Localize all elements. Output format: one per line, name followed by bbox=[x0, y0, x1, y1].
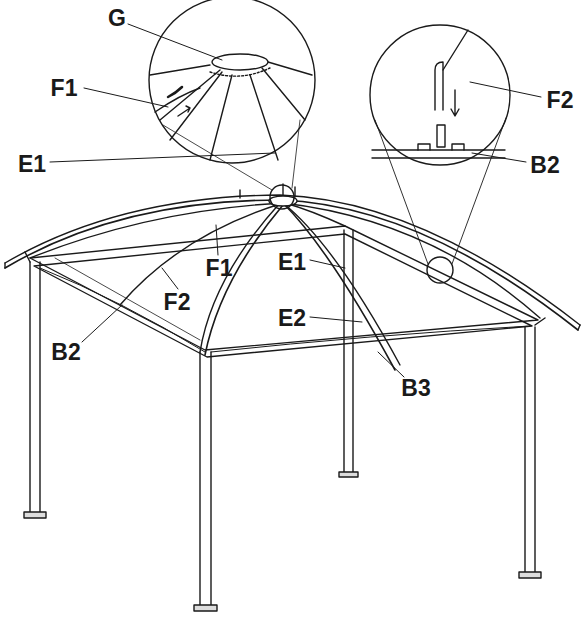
part-label: G bbox=[106, 6, 128, 31]
part-label: E1 bbox=[276, 250, 308, 275]
hub-inset bbox=[149, 0, 315, 209]
part-label: B2 bbox=[49, 340, 82, 365]
part-label: B2 bbox=[528, 153, 561, 178]
legs bbox=[24, 230, 541, 611]
part-label: F2 bbox=[162, 290, 193, 315]
part-label: E1 bbox=[16, 152, 48, 177]
part-label: F1 bbox=[49, 76, 80, 101]
connector-inset bbox=[370, 25, 510, 283]
part-label: F2 bbox=[545, 88, 576, 113]
top-frame bbox=[25, 226, 545, 357]
part-label: F1 bbox=[204, 256, 235, 281]
part-label: B3 bbox=[399, 376, 432, 401]
leader-lines bbox=[50, 24, 541, 377]
part-label: E2 bbox=[276, 306, 308, 331]
roof-arches bbox=[5, 184, 580, 370]
